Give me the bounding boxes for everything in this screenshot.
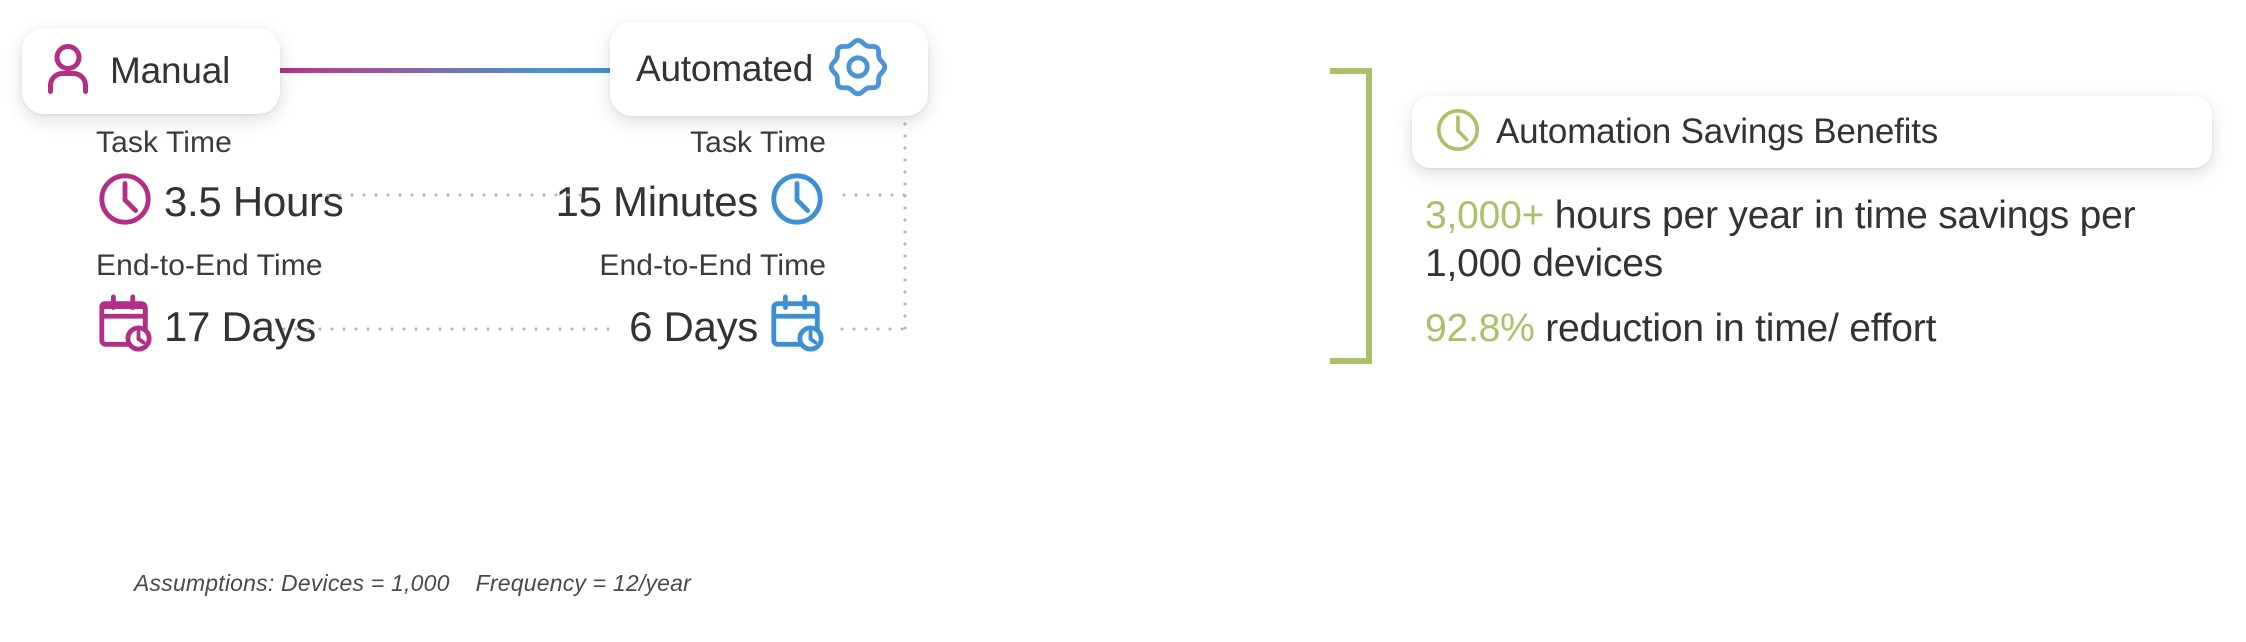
- automated-task-time-metric: Task Time 15 Minutes: [556, 126, 826, 233]
- manual-task-time-value: 3.5 Hours: [164, 177, 344, 225]
- benefit-highlight: 92.8%: [1425, 307, 1535, 351]
- manual-end-to-end-title: End-to-End Time: [96, 249, 323, 282]
- clock-icon: [768, 170, 826, 233]
- task-time-dotted-tail: [838, 193, 908, 197]
- assumptions-footnote: Assumptions: Devices = 1,000 Frequency = …: [134, 570, 691, 597]
- assumptions-frequency: Frequency = 12/year: [475, 570, 692, 596]
- calendar-clock-icon: [96, 293, 154, 360]
- clock-icon: [96, 170, 154, 233]
- benefit-text: hours per year in time savings per 1,000…: [1425, 194, 2136, 285]
- benefits-list: 3,000+ hours per year in time savings pe…: [1425, 192, 2225, 371]
- benefit-item: 3,000+ hours per year in time savings pe…: [1425, 192, 2225, 287]
- automated-end-to-end-value: 6 Days: [629, 302, 758, 350]
- automated-card-label: Automated: [636, 48, 814, 89]
- task-time-dotted-connector: [322, 193, 584, 197]
- manual-to-automated-connector: [272, 68, 622, 73]
- benefit-item: 92.8% reduction in time/ effort: [1425, 305, 2225, 353]
- manual-card[interactable]: Manual: [22, 28, 280, 114]
- gear-icon: [827, 36, 889, 103]
- manual-task-time-title: Task Time: [96, 126, 232, 159]
- manual-task-time-metric: Task Time 3.5 Hours: [96, 126, 344, 233]
- savings-bracket: [1330, 68, 1372, 364]
- person-icon: [44, 43, 92, 100]
- benefit-highlight: 3,000+: [1425, 194, 1545, 237]
- manual-card-label: Manual: [110, 50, 231, 91]
- automated-card[interactable]: Automated: [610, 22, 928, 116]
- automated-end-to-end-title: End-to-End Time: [599, 249, 826, 282]
- clock-icon: [1434, 106, 1482, 159]
- end-to-end-dotted-tail: [836, 327, 908, 331]
- automated-dotted-spine: [903, 118, 907, 331]
- manual-end-to-end-value: 17 Days: [164, 302, 316, 350]
- benefits-card-title: Automation Savings Benefits: [1496, 112, 1939, 151]
- benefits-card[interactable]: Automation Savings Benefits: [1412, 96, 2212, 168]
- automated-task-time-title: Task Time: [690, 126, 826, 159]
- manual-end-to-end-metric: End-to-End Time 17 Days: [96, 249, 323, 360]
- automated-end-to-end-metric: End-to-End Time 6 Days: [599, 249, 826, 360]
- calendar-clock-icon: [768, 293, 826, 360]
- assumptions-devices: Assumptions: Devices = 1,000: [134, 570, 450, 596]
- benefit-text: reduction in time/ effort: [1534, 307, 1937, 351]
- automated-task-time-value: 15 Minutes: [555, 177, 759, 225]
- end-to-end-dotted-connector: [278, 327, 614, 331]
